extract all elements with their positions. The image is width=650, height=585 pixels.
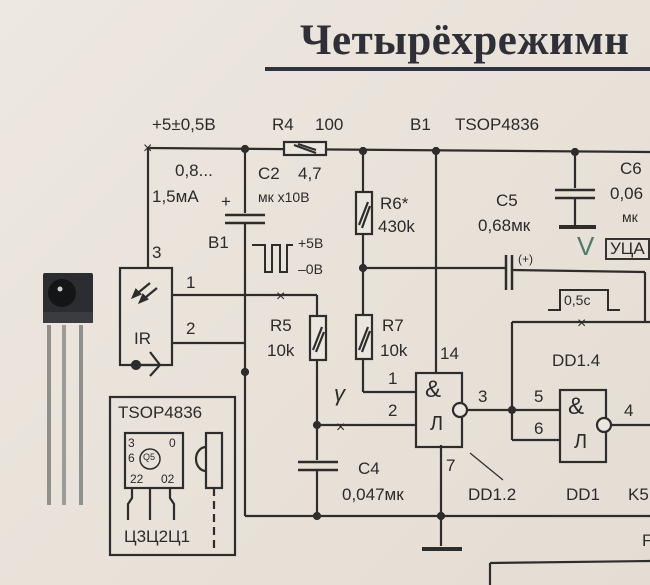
supply-rail <box>147 146 650 154</box>
c2-ref: C2 <box>258 164 280 183</box>
pulse-duration: 0,5с <box>564 292 591 308</box>
dd14-schmitt-symbol: Л <box>574 431 588 453</box>
dd12-pin1: 1 <box>388 369 398 388</box>
r6-value: 430k <box>378 217 415 236</box>
pinout-seal: Q5 <box>143 452 156 462</box>
pinout-mark-22: 22 <box>130 472 144 486</box>
c6-ref: C6 <box>620 159 642 178</box>
c6-value: 0,06 <box>610 184 644 203</box>
c5-value: 0,68мк <box>478 216 531 235</box>
ir-receiver-block <box>118 266 174 367</box>
pinout-mark-6: 6 <box>128 451 135 465</box>
dd1-ref: DD1 <box>566 485 601 504</box>
pinout-package <box>123 431 185 490</box>
c2-polarity: + <box>221 192 231 211</box>
dd12-pin3: 3 <box>478 387 488 406</box>
r4-ref: R4 <box>272 115 294 134</box>
ir-label: IR <box>134 329 151 348</box>
c2-value: 4,7 <box>298 164 322 183</box>
c5-polarity: (+) <box>518 252 533 266</box>
c4-ref: C4 <box>358 459 380 478</box>
r7-ref: R7 <box>382 316 404 335</box>
page-title: Четырёхрежимн <box>300 17 630 64</box>
dd12-pin14: 14 <box>440 344 459 363</box>
dd14-pin4: 4 <box>624 401 634 420</box>
b1-signal-low: –0В <box>298 261 323 277</box>
dd14-and-symbol: & <box>568 393 585 420</box>
svg-text:×: × <box>577 315 586 332</box>
pinout-mark-0: 0 <box>169 436 176 450</box>
uca-box: УЦА <box>605 238 650 260</box>
b1-pin1: 1 <box>186 273 196 292</box>
r7-value: 10k <box>380 341 408 360</box>
green-checkmark: V <box>577 231 595 261</box>
svg-text:×: × <box>143 140 152 157</box>
c6-unit: мк <box>622 209 638 225</box>
b1-signal-ref: B1 <box>208 233 229 252</box>
pinout-mark-02: 02 <box>161 472 175 486</box>
c4-value: 0,047мк <box>342 485 404 504</box>
r5-value: 10k <box>267 341 295 360</box>
b1-pin3: 3 <box>152 243 162 262</box>
pinout-mark-3: 3 <box>128 436 135 450</box>
tsop-photo <box>43 273 93 505</box>
dd1-part: K5 <box>628 485 649 504</box>
b1-signal-high: +5В <box>298 235 324 251</box>
b1-pin2: 2 <box>186 319 196 338</box>
r4-value: 100 <box>315 115 344 134</box>
pinout-pin1: Ц1 <box>168 527 191 546</box>
right-edge-letter: F <box>642 531 650 550</box>
c5-ref: C5 <box>496 191 518 210</box>
r6-ref: R6* <box>380 194 409 213</box>
dd12-ref: DD1.2 <box>468 485 517 504</box>
supply-current-1: 0,8... <box>175 161 213 180</box>
r5-ref: R5 <box>270 316 292 335</box>
dd12-pin2: 2 <box>388 401 398 420</box>
c2-unit: мк x10В <box>258 189 310 205</box>
title-underline <box>265 67 650 71</box>
b1-part: TSOP4836 <box>455 115 540 134</box>
pinout-part: TSOP4836 <box>118 403 203 422</box>
svg-text:×: × <box>336 419 345 436</box>
dd14-ref: DD1.4 <box>552 351 601 370</box>
dd12-and-symbol: & <box>425 376 442 403</box>
pinout-pin3: Ц3 <box>124 527 147 546</box>
dd14-pin5: 5 <box>534 387 544 406</box>
svg-text:×: × <box>276 288 285 305</box>
gamma-mark: γ <box>334 381 345 406</box>
dd14-pin6: 6 <box>534 419 544 438</box>
supply-voltage: +5±0,5В <box>152 115 216 134</box>
pinout-pin2: Ц2 <box>146 527 169 546</box>
pinout-box <box>108 395 237 557</box>
b1-ref: B1 <box>410 115 431 134</box>
dd12-schmitt-symbol: Л <box>430 413 444 435</box>
supply-current-2: 1,5мА <box>152 187 199 206</box>
dd12-pin7: 7 <box>446 456 456 475</box>
